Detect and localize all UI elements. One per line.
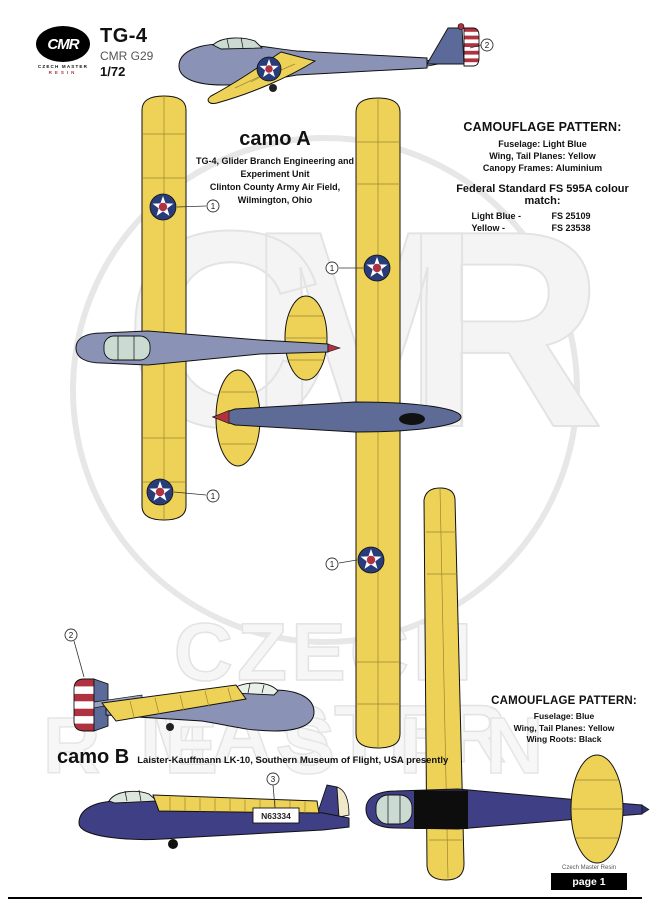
logo-czech-master-label: CZECH MASTER — [37, 64, 89, 69]
pattern-b-item: Wing, Tail Planes: Yellow — [513, 722, 615, 733]
wheel — [166, 723, 174, 731]
callout-1: 1 — [176, 199, 220, 213]
camo-a-block: camo A TG-4, Glider Branch Engineering a… — [188, 128, 362, 207]
wing — [141, 95, 187, 521]
kit-code: CMR G29 — [100, 49, 154, 63]
bottom-rule — [8, 897, 642, 899]
canopy — [108, 789, 159, 804]
roundel-insignia — [149, 193, 177, 221]
callout-2: 2 — [469, 38, 494, 52]
camo-a-side-profile-left: 2 — [64, 628, 315, 732]
roundel-insignia — [357, 546, 385, 574]
svg-text:1: 1 — [330, 264, 335, 273]
pattern-a-title: CAMOUFLAGE PATTERN: — [463, 120, 622, 134]
roundel-insignia — [146, 478, 174, 506]
camo-b-side-profile: N63334 3 — [78, 772, 350, 849]
fs-row: Light Blue - FS 25109 — [440, 210, 645, 222]
fuselage — [105, 689, 315, 732]
svg-text:2: 2 — [485, 41, 490, 50]
callout-3: 3 — [266, 772, 280, 809]
svg-text:1: 1 — [211, 492, 216, 501]
callout-1: 1 — [173, 489, 220, 503]
logo-resin-label: RESIN — [48, 70, 78, 75]
pattern-a-item: Wing, Tail Planes: Yellow — [489, 151, 596, 161]
kit-title-block: TG-4 CMR G29 1/72 — [100, 25, 153, 79]
roundel-insignia — [256, 56, 282, 82]
canopy — [103, 335, 151, 361]
registration-text: N63334 — [261, 811, 291, 821]
fin — [316, 784, 350, 818]
landing-skid — [399, 413, 425, 425]
wheel — [269, 84, 277, 92]
svg-text:3: 3 — [271, 775, 276, 784]
rudder-stripes — [73, 678, 95, 732]
callout-2: 2 — [64, 628, 85, 678]
callout-1: 1 — [325, 557, 358, 571]
tailplane — [284, 295, 328, 381]
fs-colour-name: Light Blue - — [471, 211, 522, 221]
pattern-a-block: CAMOUFLAGE PATTERN: Fuselage: Light Blue… — [440, 120, 645, 234]
tail-cone — [641, 804, 650, 815]
camo-a-side-profile: 2 — [178, 23, 494, 104]
tail-cone — [327, 343, 341, 353]
fs-colour-code: FS 25109 — [551, 211, 591, 221]
camo-a-desc-line: TG-4, Glider Branch Engineering and — [195, 156, 355, 166]
canopy — [375, 794, 413, 825]
logo-cmr-icon: CMR — [36, 26, 90, 62]
kit-title: TG-4 — [100, 25, 148, 47]
camo-b-block: camo B Laister-Kauffmann LK-10, Southern… — [57, 746, 448, 773]
camo-b-description: Laister-Kauffmann LK-10, Southern Museum… — [137, 755, 449, 766]
registration-box: N63334 — [252, 807, 300, 824]
fs-colour-code: FS 23538 — [551, 223, 591, 233]
pattern-b-title: CAMOUFLAGE PATTERN: — [491, 695, 637, 707]
rudder-top-light — [457, 23, 465, 30]
pattern-a-item: Canopy Frames: Aluminium — [482, 163, 603, 173]
camo-a-bottom-view: 1 1 — [211, 97, 462, 749]
fin — [426, 27, 465, 65]
wheel — [168, 839, 178, 849]
kit-scale: 1/72 — [100, 64, 126, 79]
fs-row: Yellow - FS 23538 — [440, 222, 645, 234]
svg-text:1: 1 — [211, 202, 216, 211]
fs-colour-name: Yellow - — [471, 223, 506, 233]
camo-a-top-view: 1 1 — [75, 95, 341, 521]
canopy — [212, 37, 264, 50]
camo-a-heading: camo A — [239, 128, 311, 150]
wing — [423, 487, 465, 881]
pattern-b-item: Wing Roots: Black — [526, 734, 602, 744]
roundel-insignia — [363, 254, 391, 282]
svg-text:1: 1 — [330, 560, 335, 569]
pattern-b-item: Fuselage: Blue — [533, 711, 595, 721]
black-wing-root — [414, 790, 468, 829]
pattern-a-item: Fuselage: Light Blue — [498, 139, 587, 149]
pattern-b-block: CAMOUFLAGE PATTERN: Fuselage: Blue Wing,… — [475, 695, 650, 746]
camo-b-top-view — [365, 487, 650, 881]
rudder — [336, 786, 350, 818]
svg-text:2: 2 — [69, 631, 74, 640]
page-badge: page 1 — [551, 873, 627, 890]
wing — [101, 684, 247, 722]
tail-cone — [212, 410, 230, 424]
tailplane — [570, 754, 624, 864]
rudder-stripes — [457, 23, 480, 67]
camo-a-desc-line: Wilmington, Ohio — [237, 195, 313, 205]
brand-logo: CMR CZECH MASTER RESIN — [36, 26, 90, 75]
callout-1: 1 — [325, 261, 363, 275]
fuselage — [211, 401, 462, 433]
camo-a-desc-line: Experiment Unit — [240, 169, 310, 179]
fs-match-title: Federal Standard FS 595A colour match: — [456, 183, 629, 207]
footer-maker: Czech Master Resin — [561, 865, 617, 871]
camo-a-desc-line: Clinton County Army Air Field, — [209, 182, 341, 192]
camo-b-heading: camo B — [57, 746, 130, 768]
